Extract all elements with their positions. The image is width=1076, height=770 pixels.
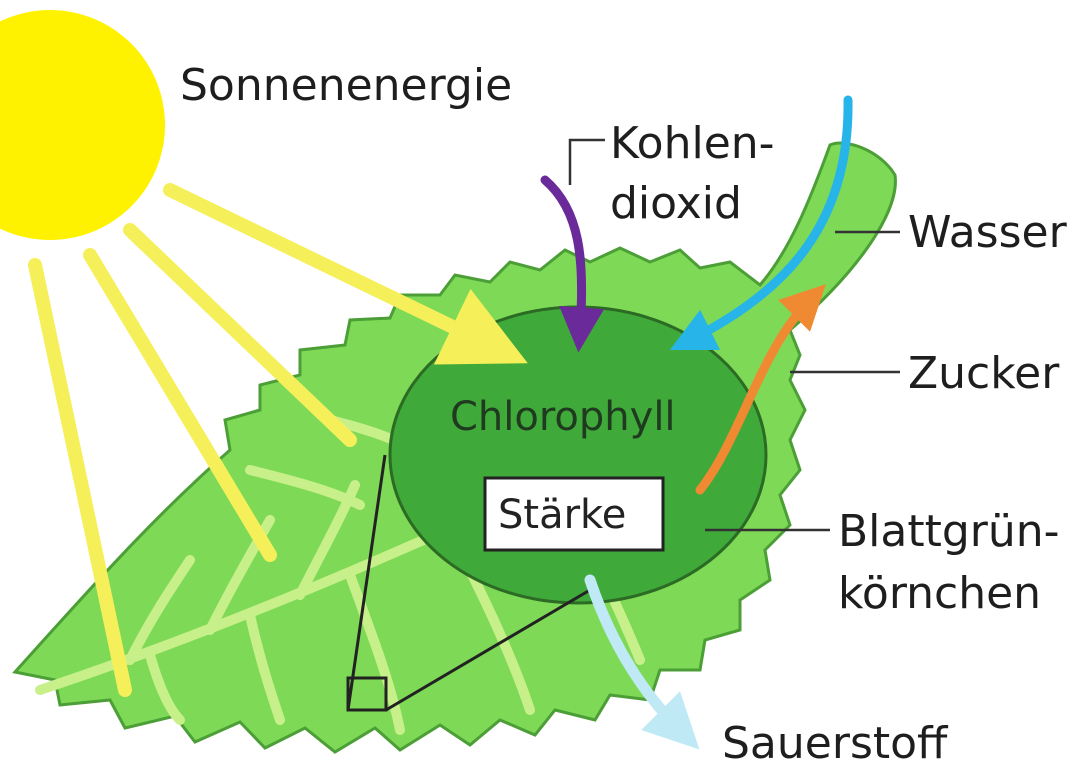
co2-leader [570,140,605,185]
grains-label-line2: körnchen [838,568,1041,619]
sun-energy-label: Sonnenenergie [180,60,512,111]
chloroplast: Chlorophyll Stärke [390,307,766,603]
starch-label: Stärke [498,492,626,538]
water-label: Wasser [908,207,1068,258]
grains-label-line1: Blattgrün- [838,506,1060,557]
co2-label-line2: dioxid [610,178,742,229]
chlorophyll-label: Chlorophyll [450,394,676,440]
sugar-label: Zucker [908,348,1060,399]
sun-icon [0,10,165,240]
co2-label-line1: Kohlen- [610,118,775,169]
chloroplast-body [390,307,766,603]
oxygen-label: Sauerstoff [722,718,949,769]
